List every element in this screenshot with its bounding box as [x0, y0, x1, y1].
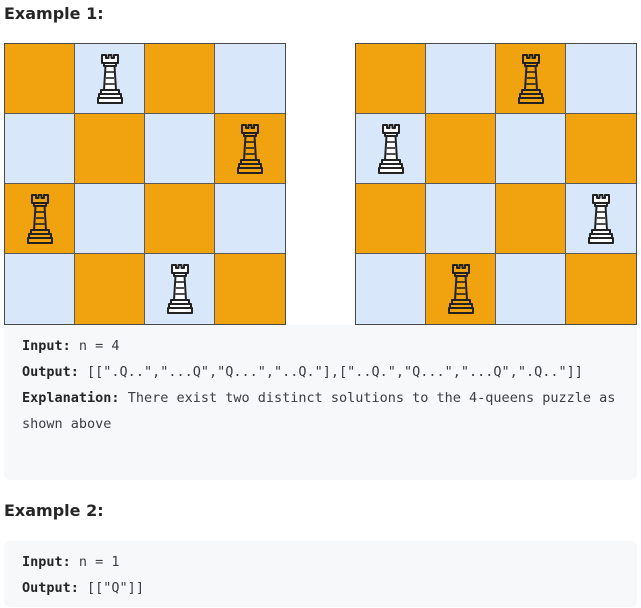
board-square — [5, 114, 75, 184]
example-2-code-block: Input: n = 1 Output: [["Q"]] — [4, 541, 637, 607]
board-square — [566, 44, 636, 114]
board-square — [5, 44, 75, 114]
example-1-heading: Example 1: — [4, 4, 104, 23]
board-square — [496, 184, 566, 254]
board-square — [215, 114, 285, 184]
board-square — [426, 184, 496, 254]
input-value: n = 1 — [78, 554, 120, 570]
board-square — [356, 184, 426, 254]
board-square — [496, 114, 566, 184]
board-square — [215, 44, 285, 114]
queen-icon — [25, 192, 55, 246]
queen-icon — [376, 122, 406, 176]
board-square — [5, 254, 75, 324]
board-square — [145, 184, 215, 254]
board-square — [75, 184, 145, 254]
board-square — [75, 254, 145, 324]
output-label: Output: — [22, 580, 79, 596]
explanation-line: Explanation: There exist two distinct so… — [22, 385, 619, 437]
input-label: Input: — [22, 338, 71, 354]
board-square — [496, 254, 566, 324]
board-square — [145, 254, 215, 324]
queen-icon — [446, 262, 476, 316]
input-line: Input: n = 1 — [22, 549, 619, 575]
board-square — [496, 44, 566, 114]
board-square — [566, 184, 636, 254]
board-square — [215, 184, 285, 254]
board-square — [426, 114, 496, 184]
board-square — [145, 44, 215, 114]
example-2-heading: Example 2: — [4, 501, 104, 520]
queen-icon — [516, 52, 546, 106]
board-square — [356, 44, 426, 114]
board-square — [215, 254, 285, 324]
input-value: n = 4 — [78, 338, 120, 354]
board-square — [356, 114, 426, 184]
chessboard-solution-1 — [4, 43, 286, 325]
input-line: Input: n = 4 — [22, 333, 619, 359]
output-line: Output: [["Q"]] — [22, 575, 619, 601]
output-value: [["Q"]] — [87, 580, 144, 596]
explanation-value: There exist two distinct solutions to th… — [22, 390, 624, 432]
board-square — [145, 114, 215, 184]
board-square — [426, 44, 496, 114]
board-square — [75, 114, 145, 184]
queen-icon — [95, 52, 125, 106]
output-label: Output: — [22, 364, 79, 380]
board-square — [566, 114, 636, 184]
example-1-code-block: Input: n = 4 Output: [[".Q..","...Q","Q.… — [4, 325, 637, 480]
queen-icon — [235, 122, 265, 176]
board-square — [426, 254, 496, 324]
output-line: Output: [[".Q..","...Q","Q...","..Q."],[… — [22, 359, 619, 385]
board-square — [75, 44, 145, 114]
board-square — [356, 254, 426, 324]
output-value: [[".Q..","...Q","Q...","..Q."],["..Q.","… — [87, 364, 583, 380]
explanation-label: Explanation: — [22, 390, 120, 406]
queen-icon — [165, 262, 195, 316]
board-square — [566, 254, 636, 324]
board-square — [5, 184, 75, 254]
chessboard-solution-2 — [355, 43, 637, 325]
queen-icon — [586, 192, 616, 246]
input-label: Input: — [22, 554, 71, 570]
